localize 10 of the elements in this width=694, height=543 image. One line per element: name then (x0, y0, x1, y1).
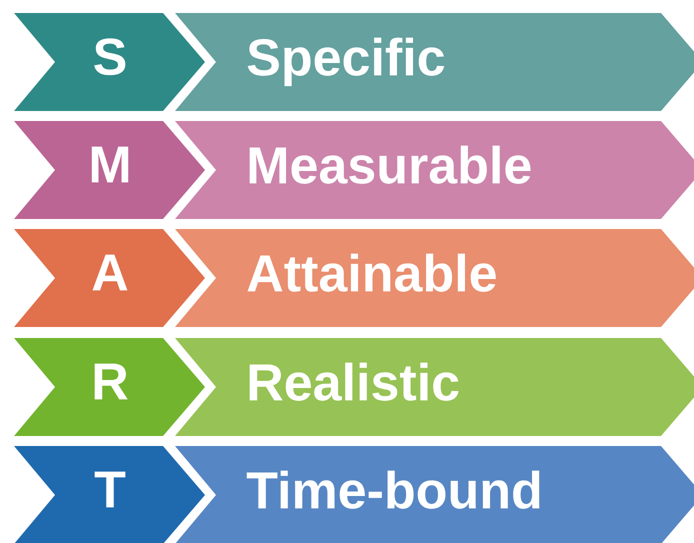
word-banner: Realistic (175, 338, 694, 436)
letter-banner: R (14, 338, 205, 436)
letter-banner: M (14, 121, 205, 219)
letter-banner: A (14, 229, 205, 327)
letter-banner: S (14, 13, 205, 111)
letter-banner: T (14, 446, 205, 543)
word-banner: Measurable (175, 121, 694, 219)
word-banner: Time-bound (175, 446, 694, 543)
word-banner: Specific (175, 13, 694, 111)
word-banner: Attainable (175, 229, 694, 327)
